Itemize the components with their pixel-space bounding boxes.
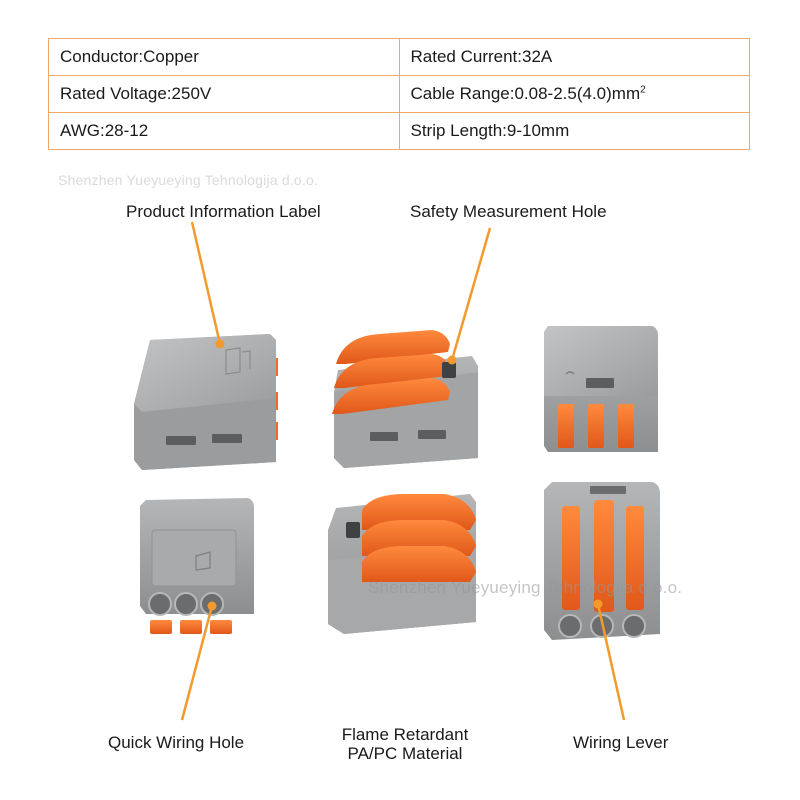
spec-cable-range-cell: Cable Range:0.08-2.5(4.0)mm2 [398,75,750,113]
product-label-icon [225,347,251,375]
spec-conductor: Conductor:Copper [48,38,400,76]
watermark-center: Shenzhen Yueyueying Tehnologija d.o.o. [368,578,683,597]
watermark-top: Shenzhen Yueyueying Tehnologija d.o.o. [58,172,319,188]
callout-product-info-label: Product Information Label [126,202,321,221]
connector-label-view [134,334,278,470]
spec-row: AWG:28-12 Strip Length:9-10mm [48,112,750,150]
connector-lever-view [332,330,478,468]
callout-flame-retardant: Flame Retardant PA/PC Material [320,725,490,763]
connector-lever-top-view [544,482,660,640]
spec-awg: AWG:28-12 [48,112,400,150]
spec-cable-range: Cable Range:0.08-2.5(4.0)mm [410,84,641,103]
callout-leaders [180,221,626,721]
callout-flame-retardant-line2: PA/PC Material [347,744,463,763]
spec-cable-range-superscript: 2 [640,84,646,96]
callout-flame-retardant-line1: Flame Retardant [341,725,469,744]
spec-table: Conductor:Copper Rated Current:32A Rated… [48,38,750,150]
connector-material-view [328,494,476,634]
spec-rated-current: Rated Current:32A [398,38,750,76]
spec-strip-length: Strip Length:9-10mm [398,112,750,150]
connector-hole-view [140,498,254,634]
spec-row: Rated Voltage:250V Cable Range:0.08-2.5(… [48,75,750,113]
callout-safety-measurement-hole: Safety Measurement Hole [410,202,607,221]
callout-quick-wiring-hole: Quick Wiring Hole [108,733,245,752]
safety-measurement-hole [442,362,456,378]
connector-front-view [544,326,658,452]
callout-wiring-lever: Wiring Lever [573,733,669,752]
spec-row: Conductor:Copper Rated Current:32A [48,38,750,76]
